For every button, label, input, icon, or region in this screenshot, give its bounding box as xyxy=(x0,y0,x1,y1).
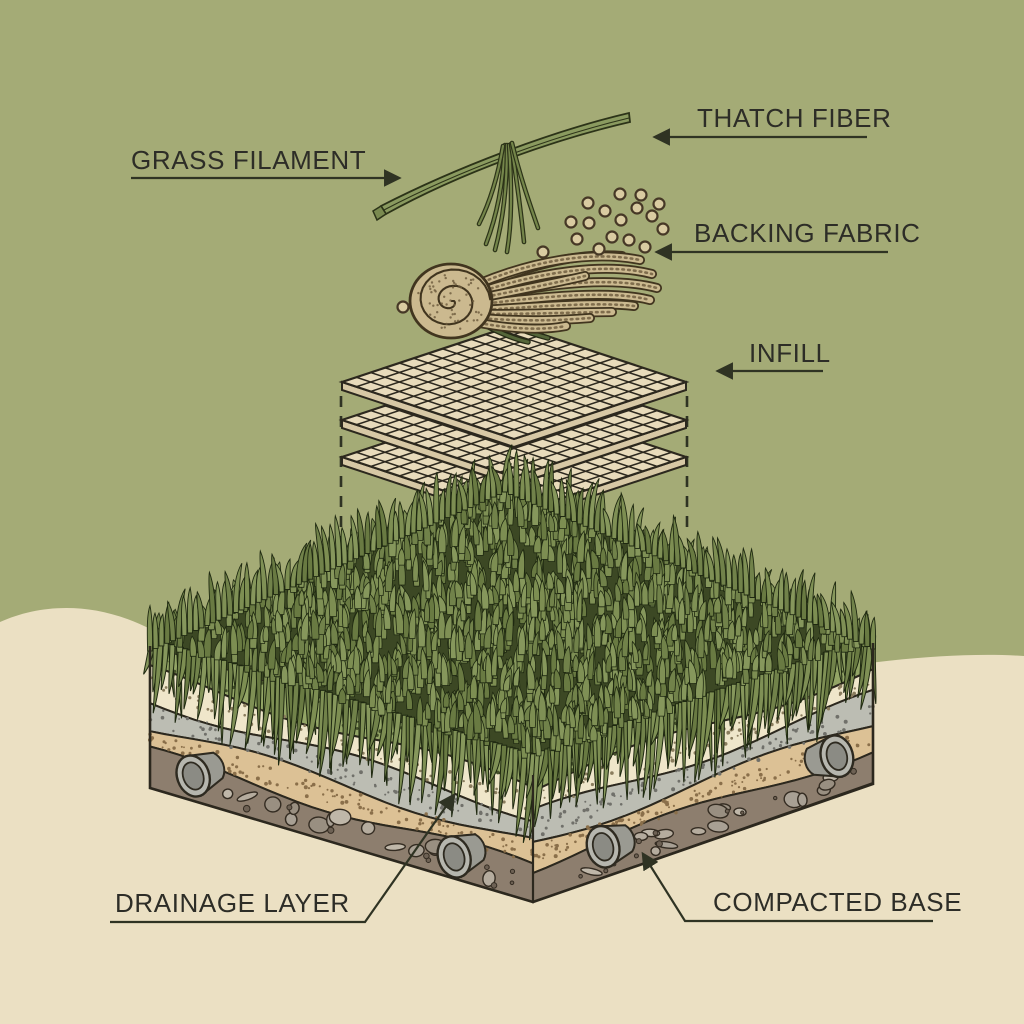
turf-block-illustration xyxy=(143,444,877,904)
backing-fabric-label: BACKING FABRIC xyxy=(694,218,921,248)
drainage-pipe xyxy=(585,824,636,869)
thatch-fiber-label: THATCH FIBER xyxy=(697,103,892,133)
compacted-base-label: COMPACTED BASE xyxy=(713,887,963,917)
backing-fabric-illustration xyxy=(338,323,690,524)
drainage-layer-label: DRAINAGE LAYER xyxy=(115,888,350,918)
drainage-pipe xyxy=(175,751,226,798)
thatch-fiber-illustration xyxy=(408,250,662,345)
grass-filament-illustration xyxy=(372,111,631,255)
label-leader-lines xyxy=(110,128,933,924)
infill-label: INFILL xyxy=(749,338,831,368)
infill-granules-illustration xyxy=(396,187,670,314)
drainage-pipe xyxy=(436,833,487,879)
drainage-pipe xyxy=(803,734,855,779)
grass-filament-label: GRASS FILAMENT xyxy=(131,145,367,175)
